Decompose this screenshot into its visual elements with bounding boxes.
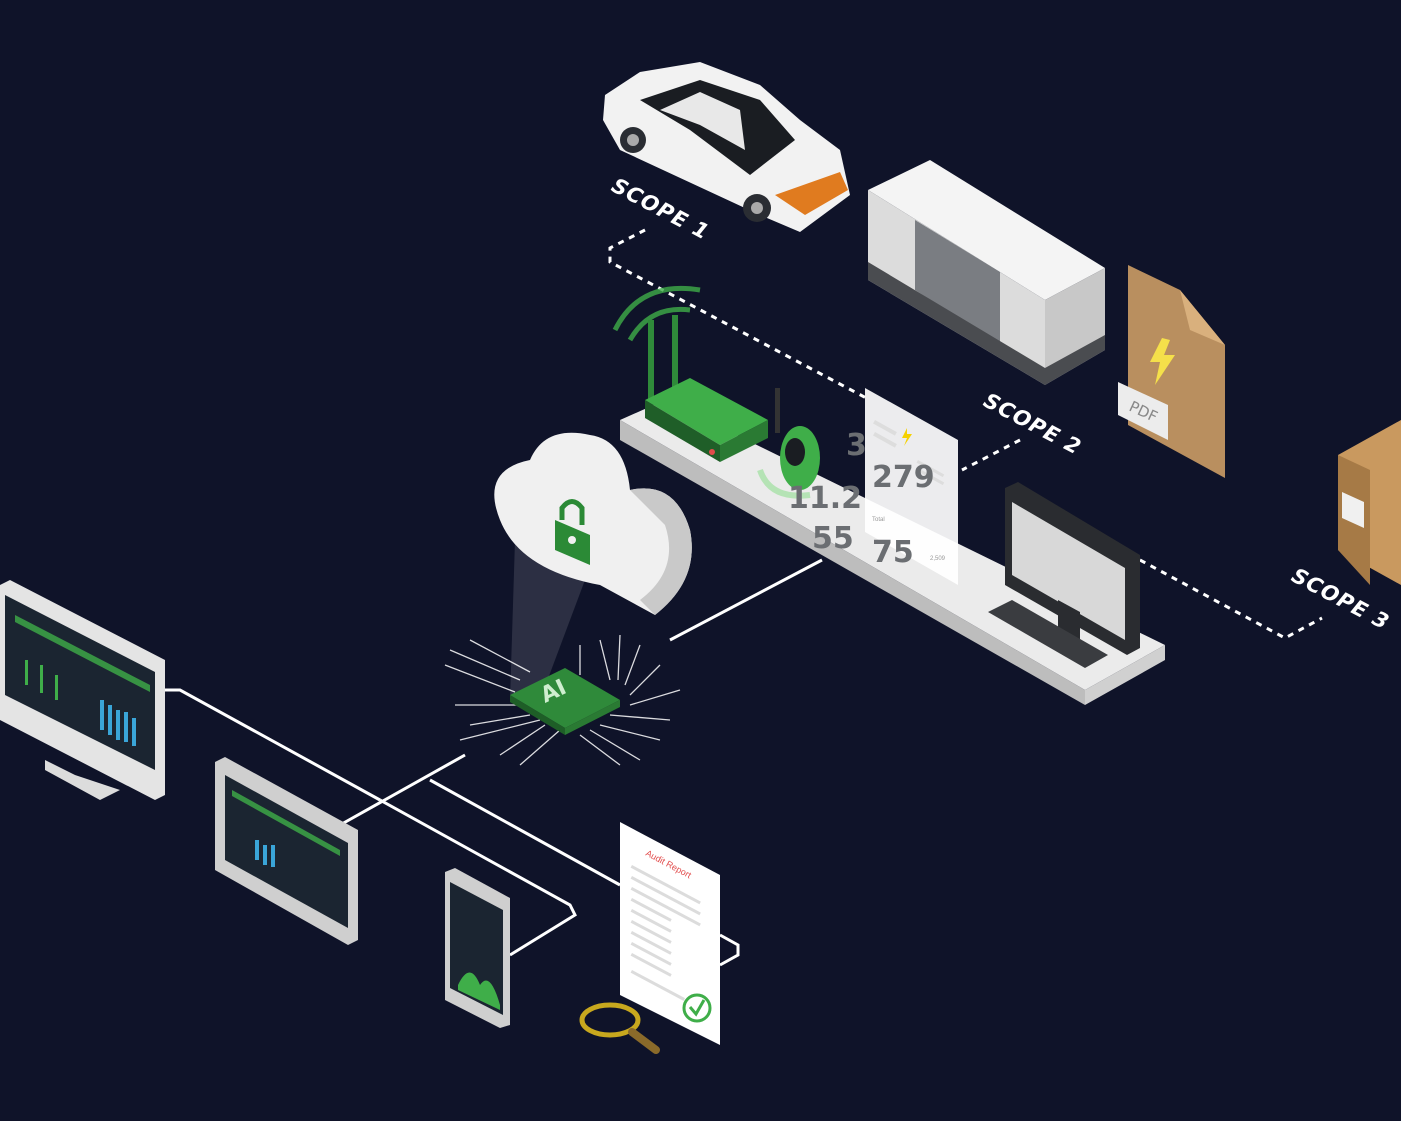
wire-phone xyxy=(379,798,577,957)
scope3-connector xyxy=(1139,558,1323,640)
wire-chip-to-shelf xyxy=(669,558,823,642)
smartphone-dashboard xyxy=(445,868,510,1028)
checkmark-icon xyxy=(682,993,712,1023)
scope-3-label: SCOPE 3 xyxy=(1288,563,1394,634)
ai-chip-icon: AI xyxy=(444,634,681,766)
wifi-router-icon xyxy=(612,285,768,462)
invoice-document: Total 2,509 xyxy=(865,388,958,585)
wire-tablet xyxy=(339,753,466,827)
wire-audit xyxy=(429,778,740,967)
scope2-connector xyxy=(961,438,1021,472)
floating-number: 11.2 xyxy=(788,481,862,516)
magnifying-glass-icon xyxy=(579,1002,660,1054)
floating-number: 55 xyxy=(812,521,854,556)
lock-icon xyxy=(555,499,590,565)
generator-icon xyxy=(868,160,1105,385)
invoice-total-value: 2,509 xyxy=(930,556,946,562)
tablet-dashboard xyxy=(215,757,358,945)
wire-desktop xyxy=(165,688,381,802)
cloud-storage-icon xyxy=(494,432,692,700)
floating-number: 75 xyxy=(872,535,914,570)
floating-number: 279 xyxy=(872,460,935,495)
lightning-icon xyxy=(1150,338,1175,385)
floating-number: 3 xyxy=(846,428,867,463)
pdf-file-icon: PDF xyxy=(1118,265,1225,478)
desktop-dashboard-screen xyxy=(0,580,165,800)
invoice-total-label: Total xyxy=(872,517,885,523)
scope-2-label: SCOPE 2 xyxy=(980,388,1086,459)
car-icon xyxy=(603,62,850,232)
desktop-computer-icon xyxy=(988,482,1140,668)
cardboard-box-icon xyxy=(1338,420,1401,585)
sensor-device-icon xyxy=(757,388,820,499)
